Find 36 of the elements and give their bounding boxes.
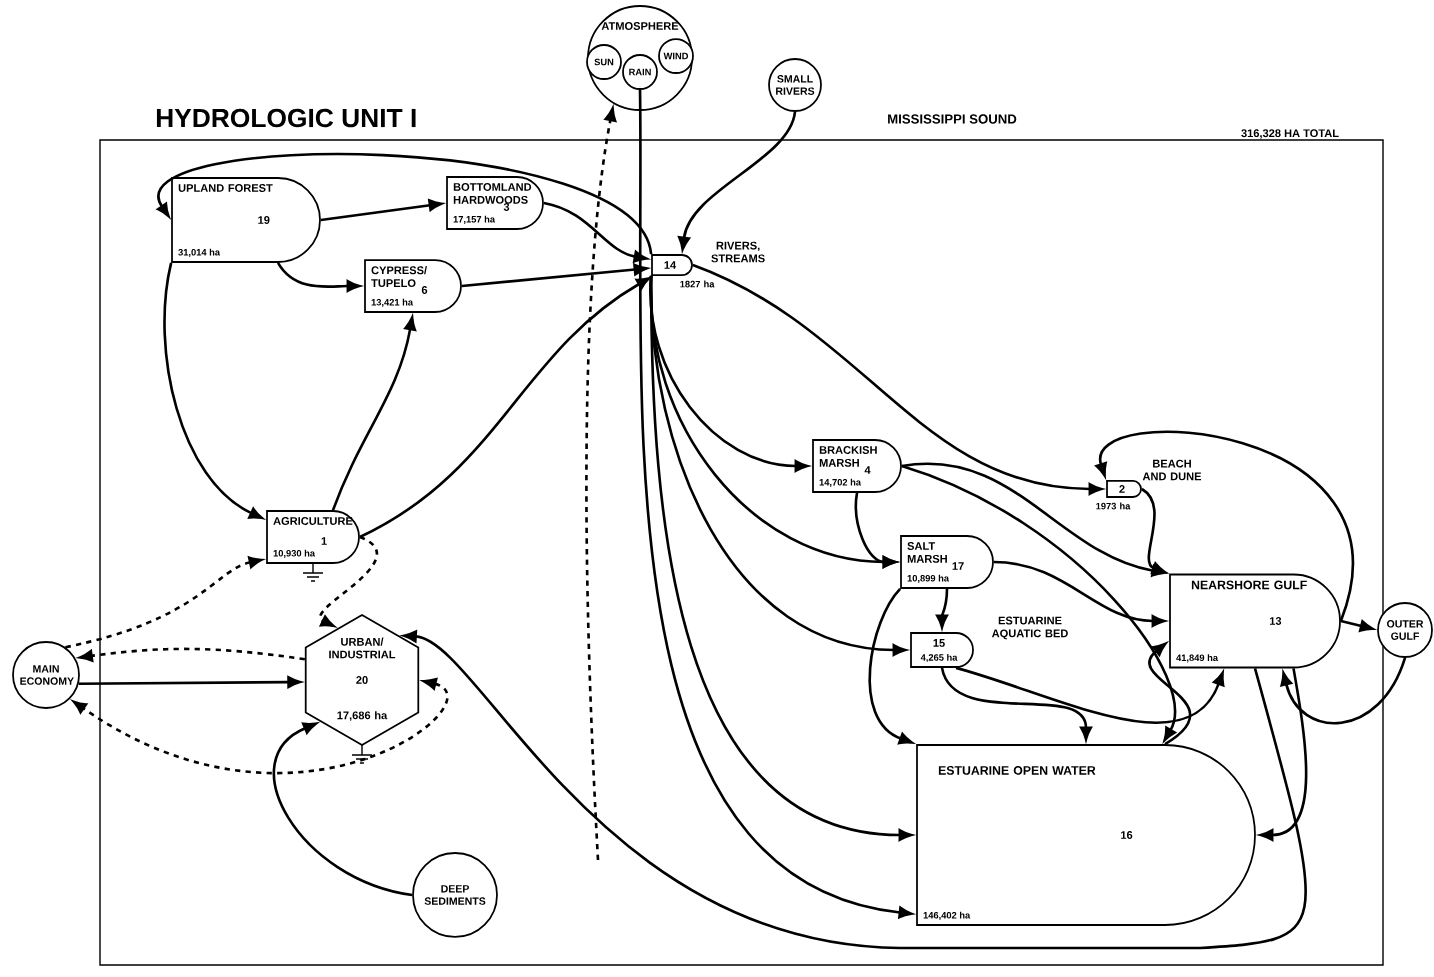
flow-arrow [1340, 619, 1374, 632]
flow-arrow [1095, 430, 1354, 622]
flow-arrow [331, 316, 417, 511]
flow-arrow [854, 492, 897, 568]
flow-arrow [276, 262, 361, 292]
node-label: 1973 ha [1096, 502, 1131, 510]
flow-arrow [65, 556, 263, 649]
flow-arrow [993, 560, 1166, 627]
storage-tank: BOTTOMLAND HARDWOODS 3 17,157 ha [446, 176, 544, 230]
storage-tank: SALT MARSH 17 10,899 ha [900, 535, 994, 589]
storage-tank: 2 [1106, 480, 1142, 498]
region-label: MISSISSIPPI SOUND [888, 114, 1017, 124]
flow-arrow [273, 722, 413, 897]
storage-tank: AGRICULTURE 1 10,930 ha [266, 510, 360, 582]
flow-arrow [678, 111, 797, 251]
flow-arrow [901, 462, 1166, 577]
flow-arrow [156, 152, 653, 255]
flow-arrow [936, 588, 949, 629]
flow-arrow [461, 263, 648, 288]
flow-arrow [72, 678, 448, 775]
flow-arrow [1280, 657, 1407, 725]
flow-arrow [320, 199, 443, 222]
total-label: 316,328 HA TOTAL [1241, 129, 1339, 139]
node-label: OUTER GULF [1386, 620, 1424, 640]
storage-tank: 14 [651, 254, 693, 276]
storage-tank: BRACKISH MARSH 4 14,702 ha [812, 439, 902, 493]
flow-arrow [78, 676, 302, 689]
node-label: RIVERS, STREAMS [711, 241, 765, 263]
node-label: 1827 ha [680, 280, 715, 288]
storage-tank: UPLAND FOREST 19 31,014 ha [171, 177, 321, 263]
storage-tank: CYPRESS/ TUPELO 6 13,421 ha [364, 259, 462, 313]
node-label: BEACH AND DUNE [1142, 459, 1202, 481]
title: HYDROLOGIC UNIT I [156, 108, 416, 128]
flow-arrow [359, 277, 651, 539]
flow-arrow [319, 535, 378, 628]
flow-arrow [692, 263, 1103, 495]
